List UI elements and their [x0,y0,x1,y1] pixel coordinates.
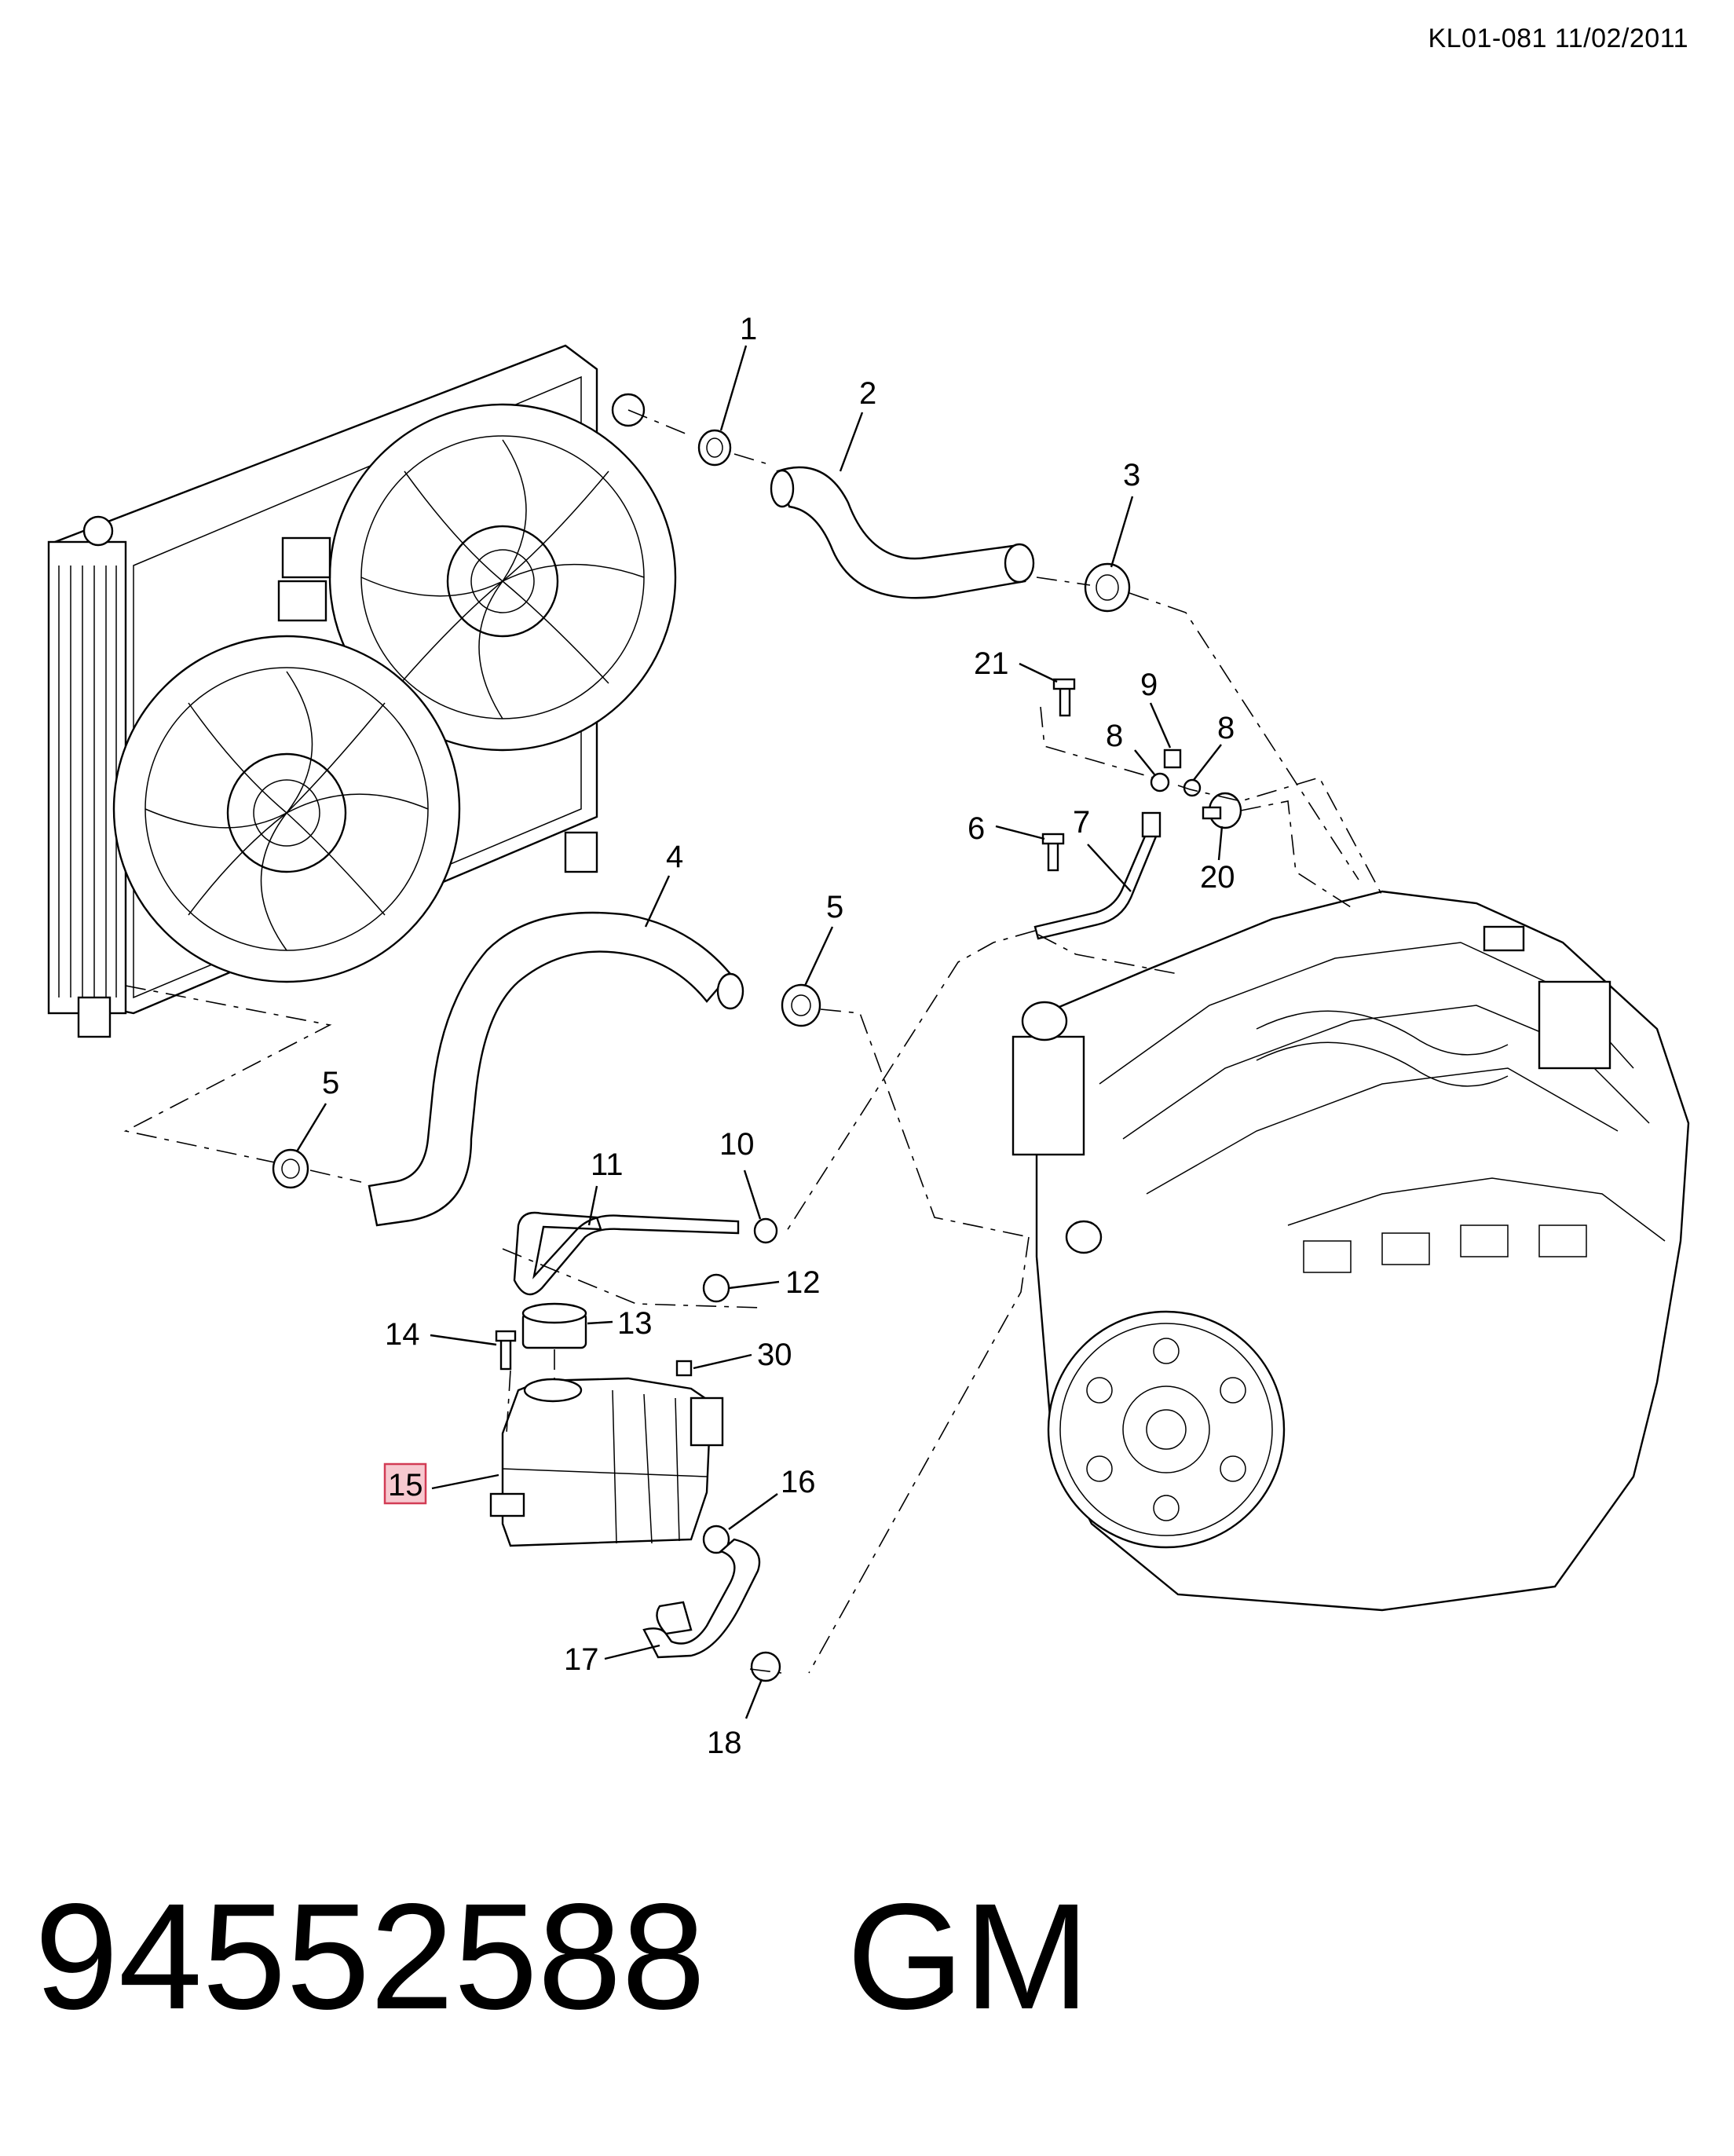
radiator-fan-assembly [47,344,677,1038]
callout-21: 21 [974,646,1009,681]
callout-5-upper: 5 [826,890,843,924]
clamp-part-12 [702,1273,730,1303]
callout-15: 15 [388,1468,423,1503]
clamp-part-18 [750,1651,781,1682]
seal-part-8-left [1150,772,1170,792]
part-number: 94552588 [35,1872,706,2041]
clamp-part-10 [753,1217,778,1244]
fitting-part-20 [1202,792,1242,829]
lower-radiator-hose-part-4 [368,911,744,1227]
callout-3: 3 [1123,458,1140,492]
callout-1: 1 [740,312,757,346]
callout-8-right: 8 [1217,711,1235,745]
bypass-pipe-part-7 [1033,811,1161,940]
clamp-part-16 [702,1525,730,1554]
callout-10: 10 [719,1127,755,1162]
bolt-part-21 [1052,678,1076,717]
clamp-part-5-lower [272,1148,309,1189]
callout-20: 20 [1200,860,1235,895]
brand-name: GM [847,1872,1090,2041]
bolt-part-30 [675,1360,693,1377]
bolt-part-14 [495,1330,517,1371]
callout-30: 30 [757,1338,792,1372]
callout-labels: 1 2 3 21 9 8 8 6 7 20 4 5 5 10 11 12 13 … [322,312,1235,1760]
callout-5-lower: 5 [322,1066,339,1100]
callout-6: 6 [968,811,985,846]
clamp-part-3 [1084,562,1131,613]
callout-11: 11 [591,1148,624,1182]
bolt-part-6 [1041,833,1065,872]
callout-14: 14 [385,1317,420,1352]
callout-17: 17 [564,1642,599,1677]
upper-radiator-hose-part-2 [770,466,1035,599]
hose-part-17 [642,1538,761,1659]
callout-4: 4 [666,840,683,874]
callout-18: 18 [707,1726,742,1760]
clamp-part-5-upper [781,983,821,1027]
clamp-part-1 [697,429,732,467]
callout-7: 7 [1073,805,1090,840]
nut-part-9 [1163,749,1182,769]
routing-lines [123,409,1383,1674]
callout-8-left: 8 [1106,719,1123,753]
callout-16: 16 [781,1465,816,1499]
engine-assembly [1012,890,1690,1612]
reference-code: KL01-081 11/02/2011 [1428,24,1688,53]
cap-part-13 [521,1302,587,1349]
callout-9: 9 [1140,668,1158,702]
coolant-reservoir-part-15 [489,1377,724,1547]
callout-13: 13 [617,1306,653,1341]
callout-2: 2 [859,376,876,411]
highlight-callout-15 [383,1462,427,1505]
callout-12: 12 [785,1265,821,1300]
leader-lines [295,345,1224,1719]
